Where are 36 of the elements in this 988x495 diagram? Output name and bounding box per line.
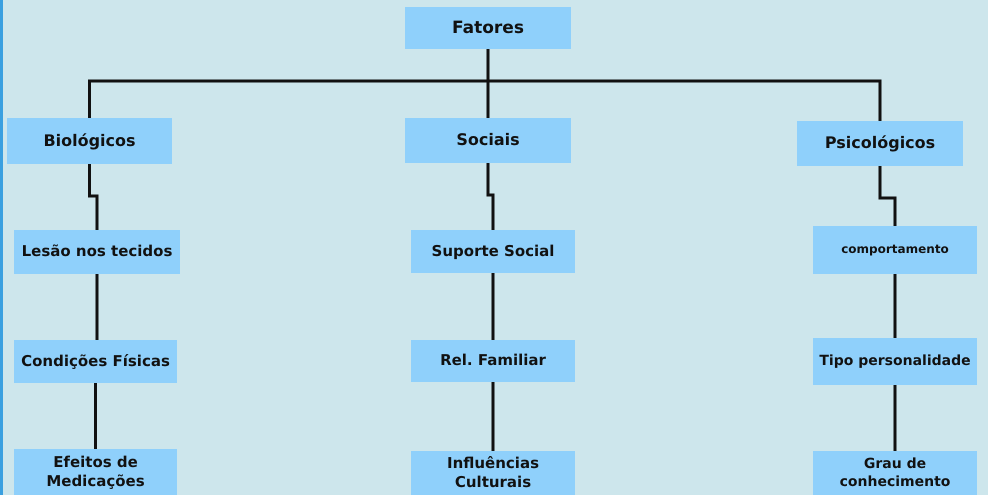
connector-line xyxy=(492,273,494,340)
category-box xyxy=(14,449,177,495)
category-box xyxy=(411,451,575,495)
category-box xyxy=(405,7,571,49)
connector-line xyxy=(486,49,882,121)
category-box xyxy=(813,338,977,385)
box-label: Biológicos xyxy=(43,130,136,152)
box-label: comportamento xyxy=(841,242,949,258)
category-box xyxy=(405,118,571,163)
box-label: Influências Culturais xyxy=(446,454,540,492)
box-label: Rel. Familiar xyxy=(440,351,546,371)
category-box xyxy=(797,121,963,166)
box-label: Tipo personalidade xyxy=(819,352,971,371)
connector-line xyxy=(894,274,896,338)
box-label: Psicológicos xyxy=(824,133,936,154)
category-box xyxy=(14,340,177,383)
category-box xyxy=(411,230,575,273)
connector-line xyxy=(94,383,97,449)
box-label: Suporte Social xyxy=(432,242,554,262)
box-label: Fatores xyxy=(452,16,524,40)
connector-line xyxy=(492,382,494,451)
connector-line xyxy=(878,166,896,226)
box-label: Sociais xyxy=(456,130,520,151)
connector-line xyxy=(96,274,98,340)
box-label: Condições Físicas xyxy=(21,352,170,372)
category-box xyxy=(411,340,575,382)
box-label: Efeitos de Medicações xyxy=(45,452,146,492)
box-label: Grau de conhecimento xyxy=(838,454,952,492)
connector-line xyxy=(88,164,98,230)
category-box xyxy=(813,451,977,495)
category-box xyxy=(7,118,172,164)
box-label: Lesão nos tecidos xyxy=(22,242,172,262)
connector-line xyxy=(894,385,896,451)
connector-line xyxy=(486,163,494,230)
category-box xyxy=(813,226,977,274)
category-box xyxy=(14,230,180,274)
